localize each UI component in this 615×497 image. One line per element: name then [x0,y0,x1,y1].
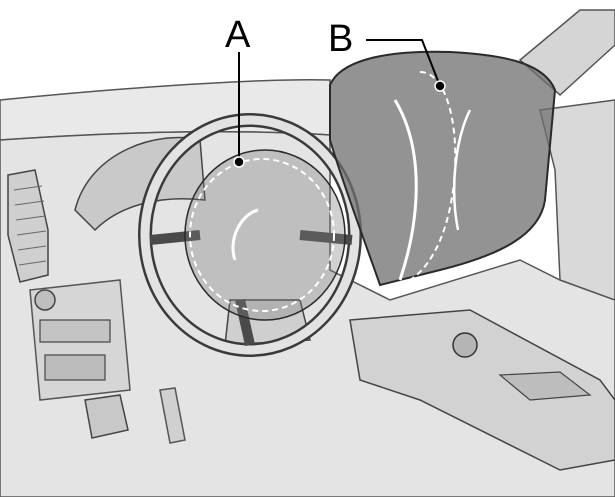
storage-slot [44,354,106,381]
console-knob [452,332,478,358]
callout-label-b: B [328,18,354,60]
leader-dot-a [233,156,245,168]
passenger-airbag-fold [393,99,418,281]
cup-holder [498,371,592,401]
steering-spokes [149,230,353,347]
driver-airbag-seam [189,158,335,312]
steering-wheel-rim-inner [140,115,360,355]
leader-line-b [366,39,441,87]
passenger-airbag [329,50,557,287]
accelerator-pedal [159,387,186,444]
brake-pedal [84,394,129,439]
driver-airbag-highlight [231,208,259,261]
callout-label-a: A [225,14,251,56]
start-knob [34,289,56,311]
left-air-vent [7,169,49,283]
center-console [349,309,615,471]
switch-block [39,319,111,343]
driver-airbag [184,149,346,321]
passenger-airbag-fold-2 [452,109,472,231]
door-panel [539,99,615,301]
leader-dot-b [434,80,446,92]
vent-slats [13,185,47,266]
